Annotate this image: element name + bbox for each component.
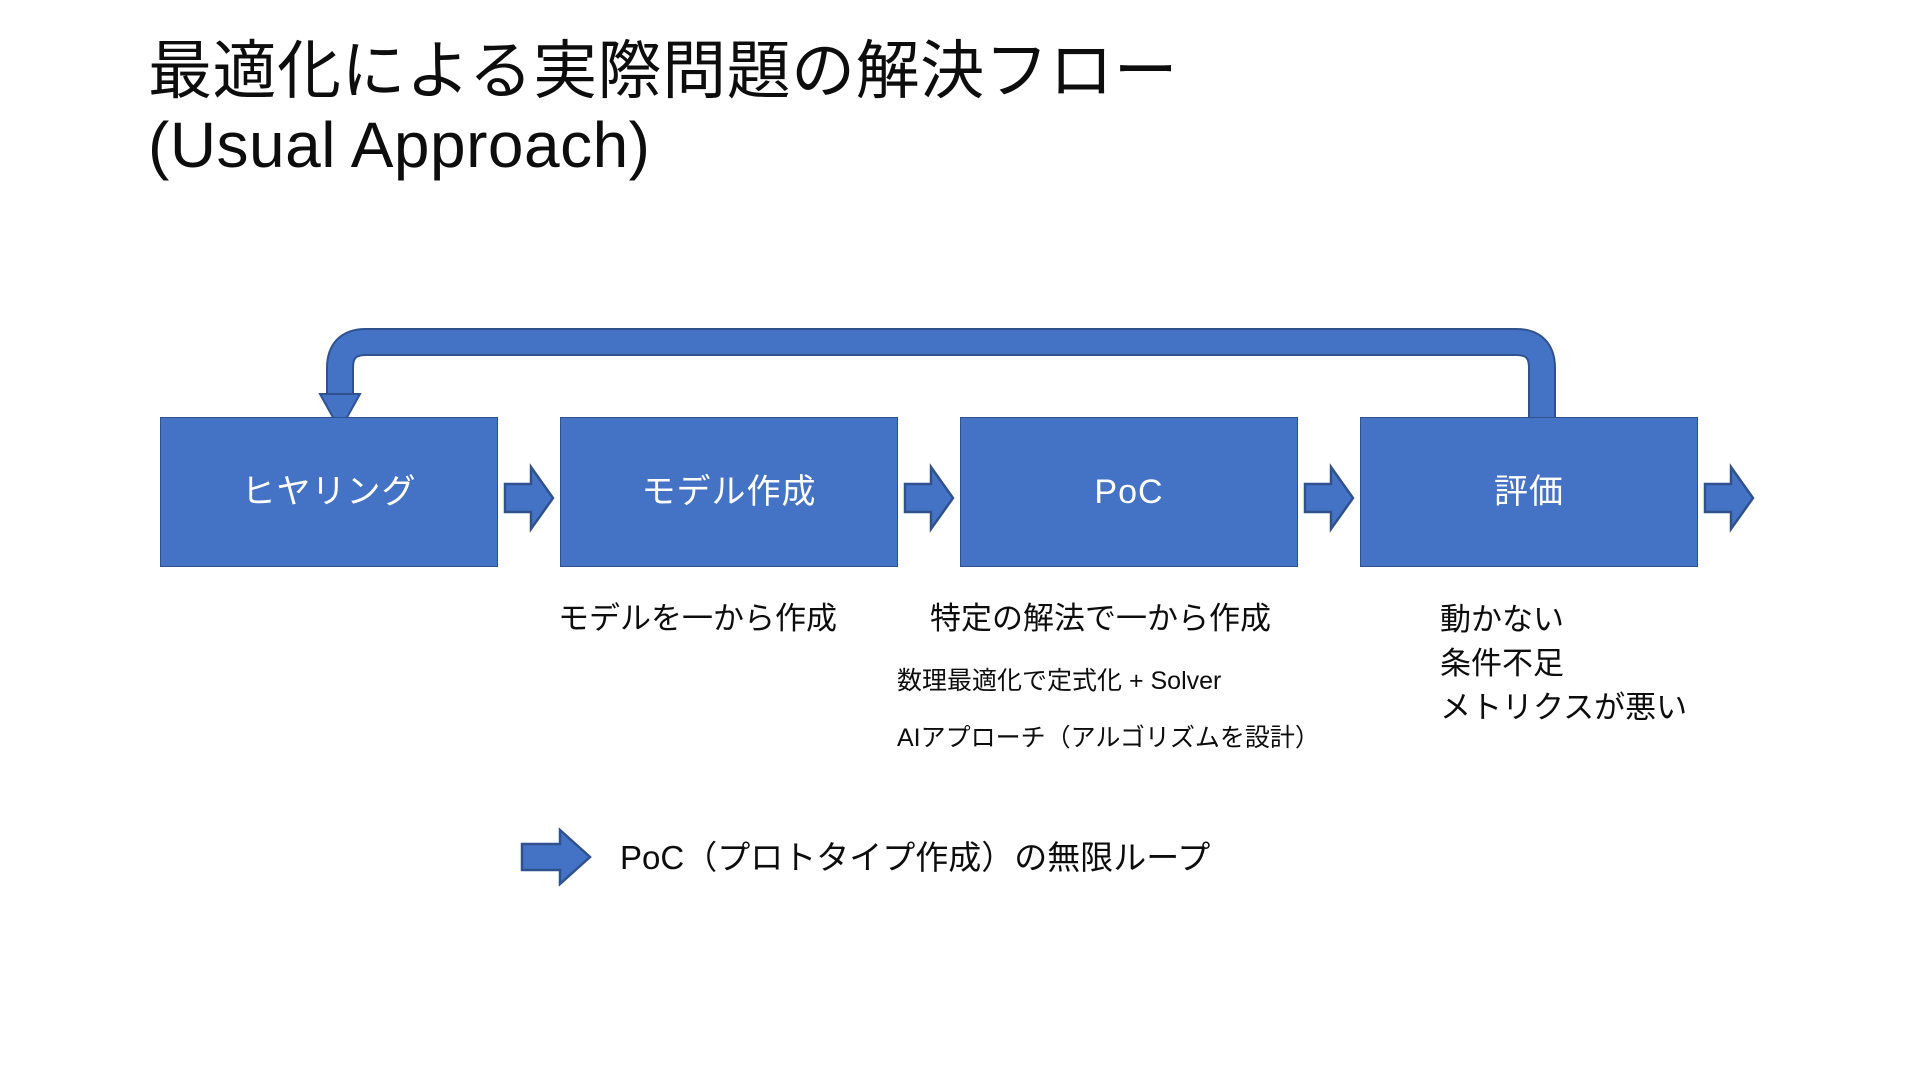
loop-arrow-stroke — [328, 330, 1554, 448]
arrow-eval-out-icon — [1703, 463, 1755, 533]
process-box-poc[interactable]: PoC — [960, 417, 1298, 567]
evaluation-issues-list: 動かない 条件不足 メトリクスが悪い — [1440, 602, 1688, 726]
arrow-poc-to-eval-icon — [1303, 463, 1355, 533]
process-box-label: PoC — [1094, 473, 1164, 511]
method-line-solver: 数理最適化で定式化 + Solver — [897, 667, 1222, 695]
method-line-ai: AIアプローチ（アルゴリズムを設計） — [897, 724, 1320, 752]
page-title: 最適化による実際問題の解決フロー (Usual Approach) — [148, 35, 1179, 182]
arrow-model-to-poc-icon — [903, 463, 955, 533]
legend-label: PoC（プロトタイプ作成）の無限ループ — [620, 838, 1211, 876]
arrow-hearing-to-model-icon — [503, 463, 555, 533]
process-box-model-creation[interactable]: モデル作成 — [560, 417, 898, 567]
legend-arrow-icon — [520, 827, 592, 887]
process-box-label: モデル作成 — [641, 473, 817, 511]
process-box-evaluation[interactable]: 評価 — [1360, 417, 1698, 567]
loop-arrow-head — [318, 393, 362, 433]
legend: PoC（プロトタイプ作成）の無限ループ — [520, 827, 1211, 887]
process-box-label: 評価 — [1494, 473, 1564, 511]
feedback-loop-arrow — [318, 328, 1570, 450]
caption-poc: 特定の解法で一から作成 — [930, 601, 1271, 636]
caption-model-creation: モデルを一から作成 — [558, 601, 837, 636]
process-box-label: ヒヤリング — [241, 473, 417, 511]
process-box-hearing[interactable]: ヒヤリング — [160, 417, 498, 567]
